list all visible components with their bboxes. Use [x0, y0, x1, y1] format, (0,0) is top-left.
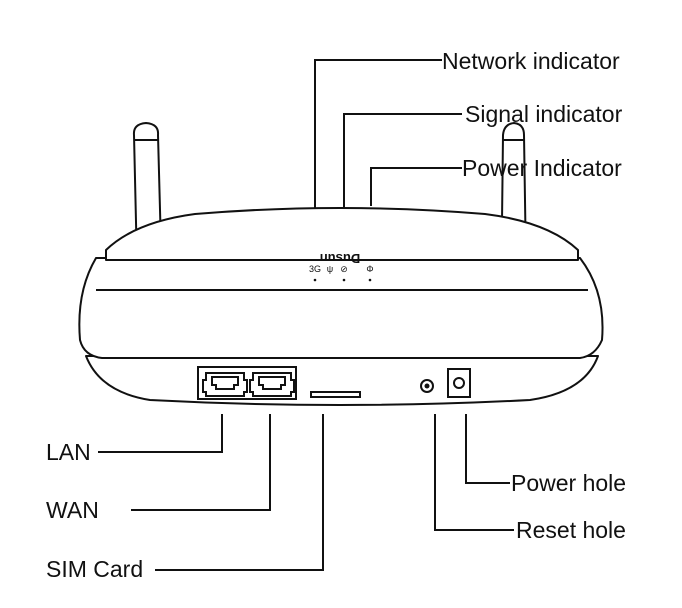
signal-indicator-leader: [343, 113, 462, 208]
sim-card-slot: [310, 391, 361, 398]
network-indicator-label: Network indicator: [442, 48, 620, 74]
power-jack: [447, 368, 471, 398]
reset-hole-leader: [434, 414, 514, 531]
router-top-cap: [105, 207, 579, 261]
indicator-3g-mark: 3G: [309, 264, 321, 274]
power-jack-hole: [453, 377, 465, 389]
wan-leader: [131, 414, 271, 511]
indicator-signal-mark: ⊘: [340, 264, 348, 274]
lan-port: [202, 372, 248, 397]
indicator-dot-signal: [342, 278, 346, 282]
wan-port: [249, 372, 295, 397]
signal-indicator-label: Signal indicator: [465, 101, 623, 127]
router-mid-band: [78, 257, 604, 359]
power-hole-label: Power hole: [511, 470, 626, 496]
network-indicator-leader: [314, 59, 442, 208]
lan-label: LAN: [46, 439, 91, 465]
reset-button: [420, 379, 434, 393]
port-panel: [197, 366, 297, 400]
brand-text: Dusun: [320, 251, 361, 266]
brand-wordmark: Dusun: [320, 251, 361, 266]
indicator-power-mark: Φ: [366, 264, 373, 274]
wan-label: WAN: [46, 497, 99, 523]
power-indicator-leader: [370, 167, 462, 206]
sim-card-leader: [155, 414, 324, 571]
indicator-dot-power: [368, 278, 372, 282]
sim-card-label: SIM Card: [46, 556, 143, 582]
reset-button-core: [424, 383, 430, 389]
lan-leader: [98, 414, 223, 453]
power-hole-leader: [465, 414, 510, 484]
power-indicator-label: Power Indicator: [462, 155, 622, 181]
indicator-wifi-mark: ψ: [327, 264, 333, 274]
indicator-dot-network: [313, 278, 317, 282]
reset-hole-label: Reset hole: [516, 517, 626, 543]
